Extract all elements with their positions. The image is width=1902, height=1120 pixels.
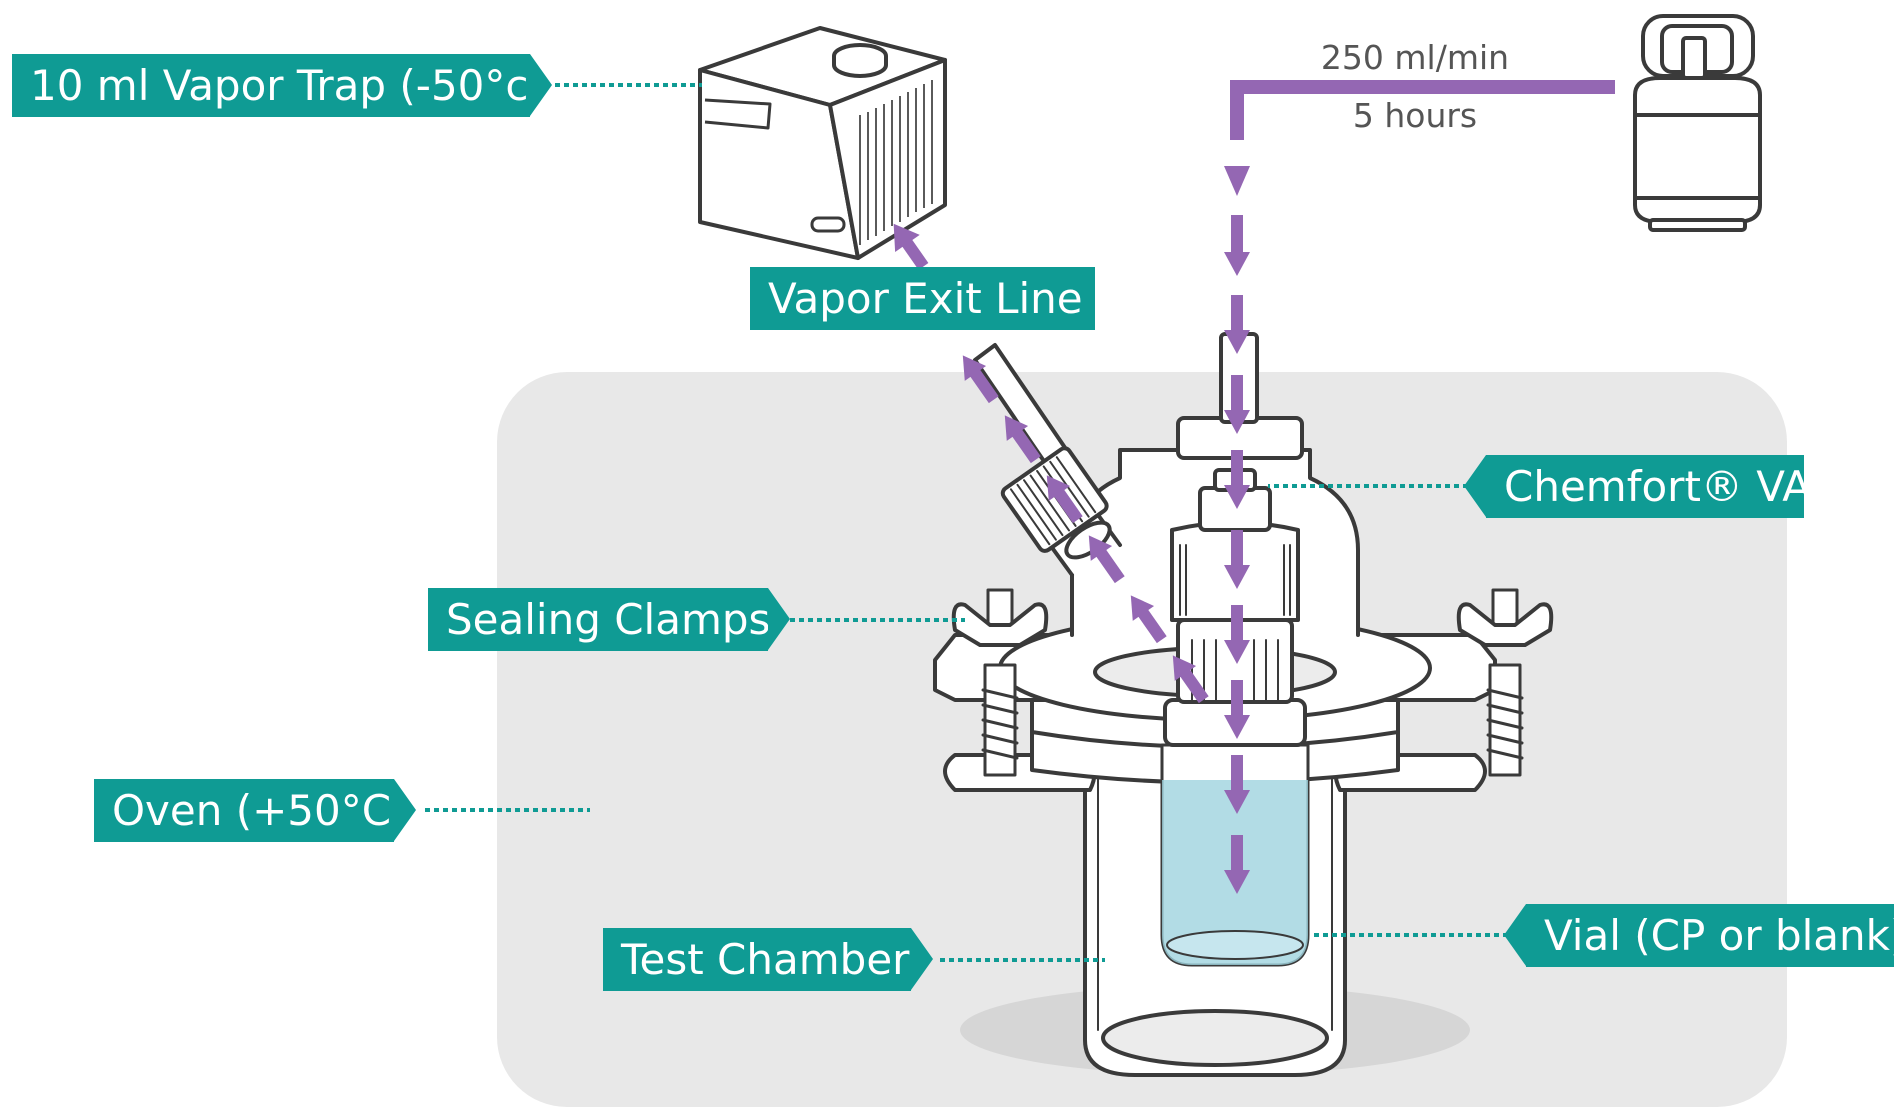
- label-vial-text: Vial (CP or blank): [1544, 911, 1902, 960]
- vapor-exit-arrows: [893, 223, 1209, 704]
- leader-lines: [425, 83, 1508, 962]
- label-vapor-exit: Vapor Exit Line: [750, 267, 1095, 330]
- label-vapor-trap: 10 ml Vapor Trap (-50°c): [12, 54, 552, 117]
- label-chemfort-text: Chemfort® VA: [1504, 462, 1812, 511]
- flow-duration-text: 5 hours: [1352, 96, 1478, 135]
- flow-rate-text: 250 ml/min: [1320, 38, 1510, 77]
- label-pointer: [394, 779, 416, 841]
- label-pointer: [530, 54, 552, 116]
- label-pointer: [911, 928, 933, 990]
- label-vapor-trap-text: 10 ml Vapor Trap (-50°c): [30, 61, 545, 110]
- label-sealing-clamps-text: Sealing Clamps: [446, 595, 771, 644]
- wing-nut-clamp-icon: [951, 588, 1049, 777]
- vapor-trap-unit-icon: [698, 26, 947, 260]
- label-pointer: [1464, 455, 1486, 517]
- label-test-chamber: Test Chamber: [603, 928, 933, 991]
- label-oven: Oven (+50°C): [94, 779, 416, 842]
- label-oven-text: Oven (+50°C): [112, 786, 408, 835]
- label-test-chamber-text: Test Chamber: [621, 935, 910, 984]
- gas-flow-arrows: [1224, 80, 1615, 894]
- label-vapor-exit-text: Vapor Exit Line: [768, 274, 1083, 323]
- label-sealing-clamps: Sealing Clamps: [428, 588, 790, 651]
- gas-cylinder-icon: [1633, 14, 1762, 232]
- supply-line: [1230, 80, 1615, 140]
- label-chemfort: Chemfort® VA: [1464, 455, 1811, 518]
- label-pointer: [1504, 904, 1526, 966]
- wing-nut-clamp-icon: [1456, 588, 1554, 777]
- label-pointer: [768, 588, 790, 650]
- label-vial: Vial (CP or blank): [1504, 904, 1902, 967]
